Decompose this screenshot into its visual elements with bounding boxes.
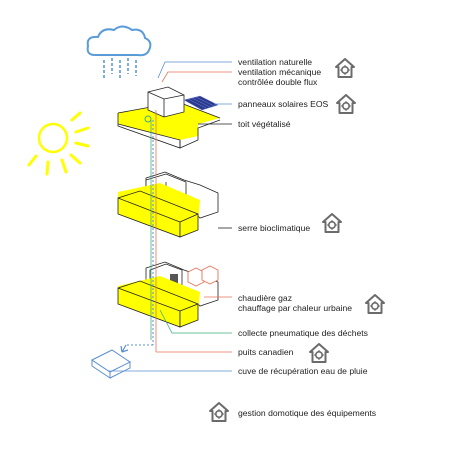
smart-home-icon [335, 58, 355, 78]
smart-home-icon [209, 402, 229, 422]
label-ventilation-mecanique: ventilation mécanique [238, 67, 322, 77]
label-toit-vegetalise: toit végétalisé [238, 119, 291, 129]
label-gestion-domotique: gestion domotique des équipements [238, 408, 377, 418]
middle-level [117, 171, 219, 238]
roof-level [117, 86, 221, 149]
label-puits-canadien: puits canadien [238, 347, 294, 357]
label-serre-bioclimatique: serre bioclimatique [238, 223, 311, 233]
smart-home-icon [336, 94, 356, 114]
label-ventilation-double-flux: contrôlée double flux [238, 77, 318, 87]
label-chauffage-urbain: chauffage par chaleur urbaine [238, 303, 353, 313]
cloud-rain-icon [86, 25, 152, 80]
bottom-level [117, 261, 219, 328]
sun-icon [27, 111, 90, 176]
label-collecte-dechets: collecte pneumatique des déchets [238, 328, 368, 338]
connector-lines [126, 110, 157, 352]
rain-tank [91, 349, 131, 379]
label-ventilation-naturelle: ventilation naturelle [238, 57, 313, 67]
smart-home-icon [365, 294, 385, 314]
smart-home-icon [322, 213, 342, 233]
tank-arrow [120, 344, 129, 353]
label-chaudiere-gaz: chaudière gaz [238, 293, 292, 303]
label-panneaux-solaires: panneaux solaires EOS [238, 99, 329, 109]
label-cuve-eau-pluie: cuve de récupération eau de pluie [238, 366, 368, 376]
smart-home-icon [309, 343, 329, 363]
leader-lines [108, 61, 232, 372]
